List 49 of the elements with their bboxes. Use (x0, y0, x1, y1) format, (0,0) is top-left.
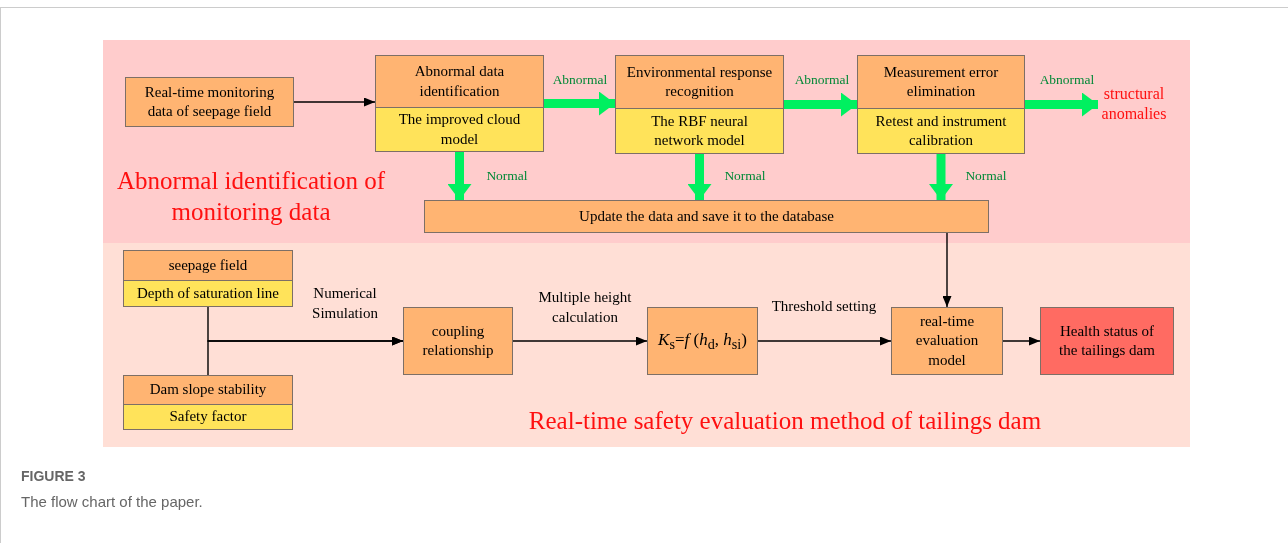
edge-label: Threshold setting (770, 297, 878, 317)
arrow (942, 232, 952, 308)
figure-number: FIGURE 3 (21, 468, 86, 484)
result-text: structural anomalies (1098, 84, 1170, 126)
process-box (857, 55, 1025, 154)
edge-label: Numerical Simulation (311, 283, 379, 322)
process-box (123, 250, 293, 307)
process-box (375, 55, 544, 152)
arrow (1025, 92, 1098, 117)
section-heading: Real-time safety evaluation method of tailings dam (527, 406, 1043, 436)
process-box: K$_{s}$=f (h$_{d}$, h$_{si}$) (647, 307, 758, 375)
arrow (447, 152, 472, 200)
arrow (687, 154, 712, 200)
arrow (929, 154, 953, 200)
edge-label: Abnormal (552, 71, 608, 89)
edge-label: Abnormal (1039, 71, 1095, 89)
step-title: Measurement error elimination (858, 56, 1024, 108)
arrow (1002, 336, 1041, 346)
process-box: Real-time monitoring data of seepage field (125, 77, 294, 127)
arrow (207, 336, 404, 376)
edge-label: Multiple height calculation (537, 287, 633, 326)
figure-caption: The flow chart of the paper. (21, 493, 203, 510)
arrow (544, 91, 615, 116)
method-text: The RBF neural network model (616, 108, 783, 153)
method-text: Safety factor (124, 404, 292, 429)
arrow (784, 92, 857, 117)
process-box: real-time evaluation model (891, 307, 1003, 375)
process-box: coupling relationship (403, 307, 513, 375)
step-title: seepage field (124, 251, 292, 280)
edge-label: Normal (724, 167, 766, 185)
method-text: Depth of saturation line (124, 280, 292, 306)
step-title: Dam slope stability (124, 376, 292, 404)
step-title: Abnormal data identification (376, 56, 543, 107)
section-panel (103, 243, 1190, 447)
section-panel (103, 40, 1190, 243)
process-box (615, 55, 784, 154)
arrow (757, 336, 892, 346)
arrow (293, 97, 376, 107)
section-heading: Abnormal identification of monitoring data (116, 166, 386, 228)
edge-label: Abnormal (794, 71, 850, 89)
process-box (123, 375, 293, 430)
edge-label: Normal (486, 167, 528, 185)
edge-label: Normal (965, 167, 1007, 185)
arrow (512, 336, 648, 346)
process-box: Update the data and save it to the database (424, 200, 989, 233)
method-text: The improved cloud model (376, 107, 543, 151)
step-title: Environmental response recognition (616, 56, 783, 108)
result-box: Health status of the tailings dam (1040, 307, 1174, 375)
method-text: Retest and instrument calibration (858, 108, 1024, 153)
